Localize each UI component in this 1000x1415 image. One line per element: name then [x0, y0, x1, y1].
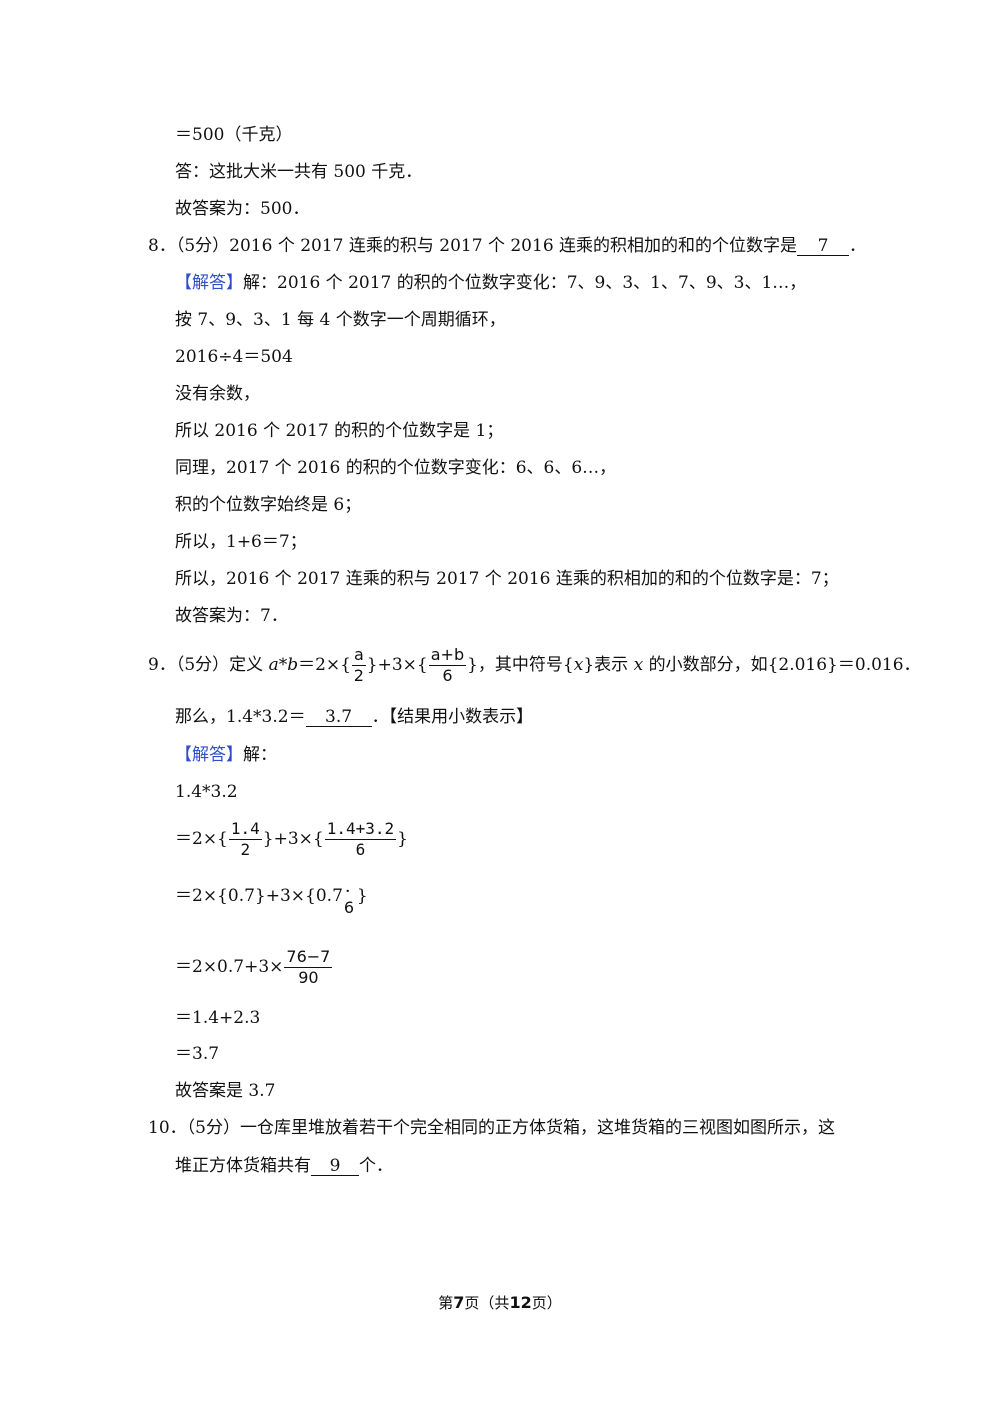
solution-line: 故答案为：7．: [175, 606, 288, 626]
solution-header: 【解答】解：: [175, 744, 277, 766]
answer-blank: 7: [797, 237, 850, 256]
variable-b: b: [287, 655, 299, 675]
variable-x: x: [573, 655, 584, 675]
question-text: 定义: [229, 655, 269, 675]
answer-blank: 3.7: [305, 708, 372, 727]
question-10: 10．（5分）一仓库里堆放着若干个完全相同的正方体货箱，这堆货箱的三视图如图所示…: [148, 1117, 835, 1139]
solution-line: 积的个位数字始终是 6；: [175, 495, 362, 515]
solution-line: 没有余数，: [175, 384, 260, 404]
question-score: （5分）: [175, 236, 230, 256]
question-number: 10．: [148, 1118, 187, 1138]
question-text: }表示: [583, 655, 634, 675]
solution-line: ＝1.4+2.3: [175, 1008, 261, 1028]
question-text: 的小数部分，如{2.016}＝0.016．: [643, 655, 921, 675]
solution-tag: 【解答】: [175, 273, 243, 293]
solution-line: ＝2×{0.7}+3×{0.7·6}: [175, 881, 368, 917]
question-text: 一仓库里堆放着若干个完全相同的正方体货箱，这堆货箱的三视图如图所示，这: [239, 1118, 835, 1138]
solution-line: 所以，1+6＝7；: [175, 532, 307, 552]
solution-line: 解：: [243, 745, 277, 765]
question-text: ．【结果用小数表示】: [371, 707, 534, 727]
solution-line: 故答案为：500．: [175, 199, 310, 219]
answer-blank: 9: [311, 1157, 359, 1176]
question-number: 9．: [148, 655, 176, 675]
question-number: 8．: [148, 236, 176, 256]
question-line: 那么，1.4*3.2＝3.7．【结果用小数表示】: [175, 706, 533, 728]
page-total: 12: [509, 1293, 532, 1312]
solution-line: 所以，2016 个 2017 连乘的积与 2017 个 2016 连乘的积相加的…: [175, 569, 839, 589]
operator: *: [278, 655, 288, 675]
page-footer: 第7页（共12页）: [438, 1293, 562, 1312]
question-text: 堆正方体货箱共有: [175, 1156, 311, 1176]
question-text: 2016 个 2017 连乘的积与 2017 个 2016 连乘的积相加的和的个…: [229, 236, 798, 256]
question-text: ＝2×{: [298, 655, 351, 675]
punctuation: ．: [849, 236, 867, 256]
solution-line: 按 7、9、3、1 每 4 个数字一个周期循环，: [175, 310, 506, 330]
variable-x: x: [633, 655, 644, 675]
solution-line: 2016÷4＝504: [175, 347, 293, 367]
question-8: 8．（5分）2016 个 2017 连乘的积与 2017 个 2016 连乘的积…: [148, 235, 866, 257]
solution-line: ＝3.7: [175, 1044, 220, 1064]
solution-line: ＝500（千克）: [175, 125, 293, 145]
solution-tag: 【解答】: [175, 745, 243, 765]
solution-header: 【解答】解：2016 个 2017 的积的个位数字变化：7、9、3、1、7、9、…: [175, 272, 806, 294]
solution-line: 同理，2017 个 2016 的积的个位数字变化：6、6、6…，: [175, 458, 617, 478]
question-score: （5分）: [175, 655, 230, 675]
variable-a: a: [268, 655, 279, 675]
solution-line: 解：2016 个 2017 的积的个位数字变化：7、9、3、1、7、9、3、1……: [243, 273, 807, 293]
question-score: （5分）: [186, 1118, 240, 1138]
page-number: 7: [453, 1293, 465, 1312]
question-text: 那么，1.4*3.2＝: [175, 707, 306, 727]
solution-line: 故答案是 3.7: [175, 1081, 276, 1101]
question-text: 个．: [359, 1156, 393, 1176]
question-text: }+3×{: [366, 655, 428, 675]
solution-line: 答：这批大米一共有 500 千克．: [175, 162, 423, 182]
question-text: }，其中符号{: [467, 655, 574, 675]
solution-line: 所以 2016 个 2017 的积的个位数字是 1；: [175, 421, 504, 441]
solution-line: 1.4*3.2: [175, 782, 238, 802]
